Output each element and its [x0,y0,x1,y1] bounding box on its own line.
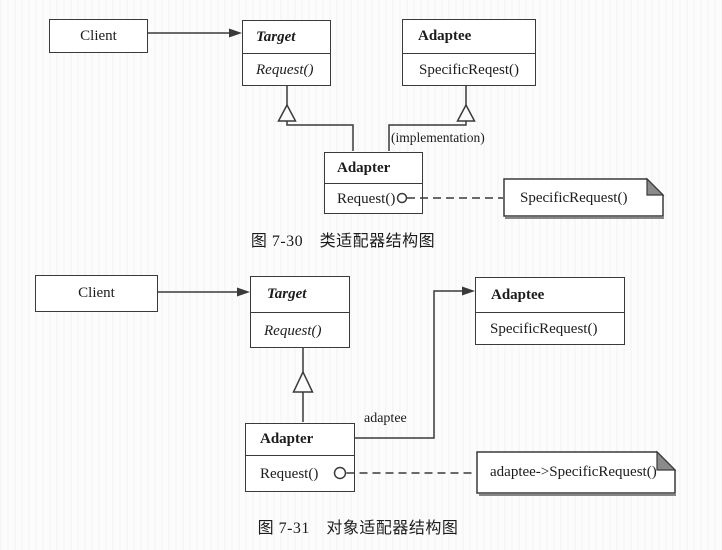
fig1-adaptee-class: Adaptee SpecificReqest() [402,19,536,86]
fig1-adaptee-method: SpecificReqest() [403,53,535,87]
fig1-target-class: Target Request() [242,20,331,86]
fig2-client-class: Client [35,275,158,312]
fig2-caption: 图 7-31 对象适配器结构图 [257,520,459,537]
fig2-target-inherit-triangle-icon [292,370,314,393]
fig2-note-fold-icon [656,450,677,471]
fig1-adapter-class: Adapter Request() [324,152,423,214]
fig1-client-title: Client [80,27,117,44]
fig2-client-title: Client [78,285,115,301]
fig1-note-text: SpecificRequest() [520,189,628,206]
fig1-target-method: Request() [243,53,330,87]
fig1-client-class: Client [49,19,148,53]
fig2-adapter-title: Adapter [260,431,314,447]
fig1-target-inherit-elbow [286,121,354,151]
fig1-implementation-label: (implementation) [391,130,485,145]
fig2-adaptee-association-label: adaptee [364,411,407,426]
fig2-adapter-class: Adapter Request() [245,423,355,492]
fig2-adaptee-title: Adaptee [491,286,545,303]
fig1-caption: 图 7-30 类适配器结构图 [250,233,436,250]
fig1-adapter-method: Request() [325,183,422,215]
fig2-adaptee-class: Adaptee SpecificRequest() [475,277,625,345]
fig1-adaptee-title: Adaptee [418,28,472,44]
fig2-adaptee-method: SpecificRequest() [476,312,624,346]
fig2-target-method: Request() [251,312,349,349]
fig2-target-title: Target [267,286,307,302]
fig1-target-inherit-triangle-icon [277,103,297,122]
fig1-adaptee-inherit-triangle-icon [456,103,476,122]
fig2-arrowhead-icon [237,287,250,297]
fig1-arrowhead-icon [229,28,242,38]
fig1-adapter-title: Adapter [337,159,391,176]
fig2-adaptee-arrowhead-icon [462,286,475,296]
fig1-target-title: Target [256,28,296,45]
fig2-note-text: adaptee->SpecificRequest() [490,464,657,480]
fig2-target-class: Target Request() [250,276,350,348]
fig2-adapter-method: Request() [246,455,354,493]
fig1-note-fold-icon [646,177,665,196]
